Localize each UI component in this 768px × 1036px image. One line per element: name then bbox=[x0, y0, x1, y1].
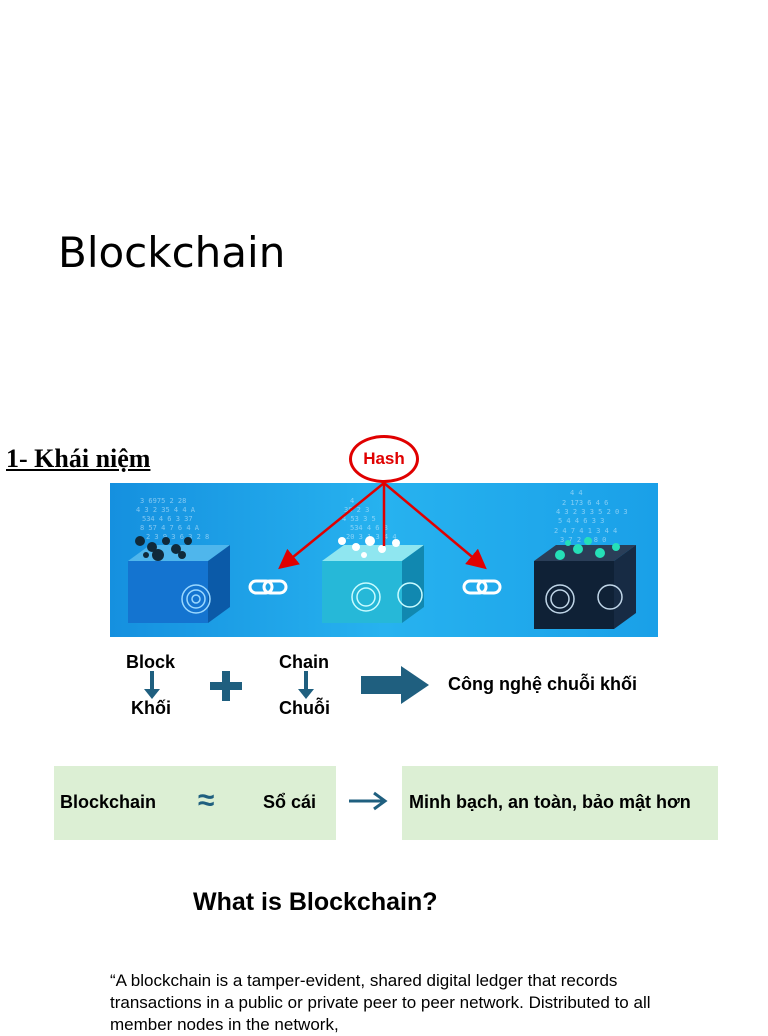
blockchain-ledger-box bbox=[54, 766, 336, 840]
block-vi-label: Khối bbox=[131, 698, 171, 718]
svg-text:4 53 3 5: 4 53 3 5 bbox=[342, 515, 376, 523]
benefits-box bbox=[402, 766, 718, 840]
section-heading: 1- Khái niệm bbox=[6, 444, 151, 473]
svg-text:3 6975 2 28: 3 6975 2 28 bbox=[140, 497, 186, 505]
svg-text:2 173 6 4 6: 2 173 6 4 6 bbox=[562, 499, 608, 507]
ledger-label: Sổ cái bbox=[263, 792, 317, 812]
svg-text:5 4 4 6 3 3: 5 4 4 6 3 3 bbox=[558, 517, 604, 525]
block-en-label: Block bbox=[126, 652, 176, 672]
chain-link-1-icon bbox=[248, 579, 288, 595]
down-arrow-icon bbox=[144, 671, 160, 699]
svg-text:534 4 6 3 37: 534 4 6 3 37 bbox=[142, 515, 193, 523]
svg-text:4 3 2 35 4 4 A: 4 3 2 35 4 4 A bbox=[136, 506, 196, 514]
svg-text:4: 4 bbox=[350, 497, 354, 505]
definition-quote: “A blockchain is a tamper-evident, share… bbox=[110, 971, 651, 1034]
chain-en-label: Chain bbox=[279, 652, 330, 672]
svg-text:4 3 2 3 3 5 2 0 3: 4 3 2 3 3 5 2 0 3 bbox=[556, 508, 628, 516]
hash-label: Hash bbox=[349, 435, 419, 483]
right-arrow-icon bbox=[361, 666, 429, 704]
result-label: Công nghệ chuỗi khối bbox=[448, 674, 637, 694]
svg-text:534 4 6 3: 534 4 6 3 bbox=[350, 524, 388, 532]
svg-text:3 7 2 0 8 0: 3 7 2 0 8 0 bbox=[560, 536, 606, 544]
benefits-label: Minh bạch, an toàn, bảo mật hơn bbox=[409, 792, 691, 812]
svg-text:2 3 9 3 6 3 2 8: 2 3 9 3 6 3 2 8 bbox=[146, 533, 209, 541]
block-3-cube bbox=[534, 537, 636, 629]
plus-icon bbox=[210, 671, 242, 701]
arrow-right-icon bbox=[349, 791, 388, 811]
svg-text:4 4: 4 4 bbox=[570, 489, 583, 497]
down-arrow-icon bbox=[298, 671, 314, 699]
approx-symbol: ≈ bbox=[198, 784, 215, 817]
chain-link-2-icon bbox=[462, 579, 502, 595]
equivalence-left: Blockchain bbox=[60, 792, 157, 812]
block-1-cube bbox=[128, 536, 230, 623]
svg-text:8 57 4 7 6 4 A: 8 57 4 7 6 4 A bbox=[140, 524, 200, 532]
page-title: Blockchain bbox=[58, 228, 286, 277]
definition-heading: What is Blockchain? bbox=[193, 888, 438, 916]
chain-vi-label: Chuỗi bbox=[279, 698, 330, 718]
svg-text:38 2 3: 38 2 3 bbox=[344, 506, 369, 514]
blockchain-illustration: 3 6975 2 28 4 3 2 35 4 4 A 534 4 6 3 37 … bbox=[110, 483, 658, 637]
svg-text:2 4 7 4 1 3 4 4: 2 4 7 4 1 3 4 4 bbox=[554, 527, 617, 535]
